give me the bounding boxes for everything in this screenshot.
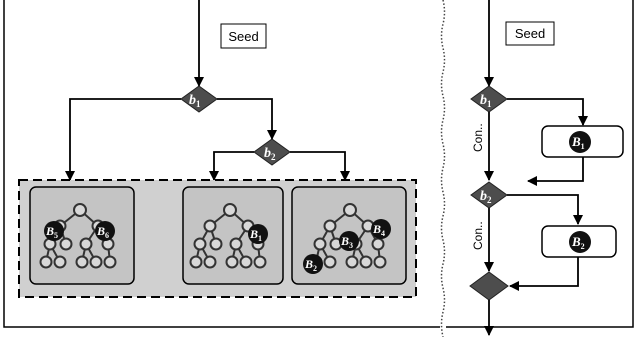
edge-b2-to-B2 (507, 194, 583, 225)
badge-b1-tree (248, 224, 268, 244)
continue-label-2: Con.. (471, 221, 485, 250)
right-panel: Seed b1 B1 Con.. b2 B2 Con.. (446, 0, 634, 336)
edge-b1-to-B1 (507, 98, 588, 126)
tree-card-3: B3 B4 B2 (291, 186, 407, 285)
badge-b5 (44, 221, 64, 241)
edge-B2-return (509, 257, 579, 291)
edge-b1-to-group1 (65, 98, 181, 181)
tree-card-1: B5 B6 (29, 186, 135, 285)
edge-b2-to-group2 (209, 151, 254, 181)
badge-b4 (371, 219, 391, 239)
decision-b2-left-label: b2 (264, 146, 276, 162)
edge-B1-return (527, 157, 584, 186)
badge-B1-right (569, 131, 591, 153)
seed-box-left (220, 23, 267, 49)
badge-b3 (339, 231, 359, 251)
panel-divider (440, 0, 446, 337)
badge-b6-label: B6 (96, 224, 109, 240)
decision-b2-left (253, 138, 291, 166)
seed-label-right: Seed (515, 26, 545, 41)
decision-b2-right-label: b2 (480, 189, 492, 205)
merge-diamond (469, 271, 509, 301)
badge-b1-tree-label: B1 (249, 227, 262, 243)
edge-b1-to-b2 (217, 98, 277, 140)
seed-label-left: Seed (228, 29, 258, 44)
left-panel-border (3, 0, 440, 328)
edge-b2-to-group3 (290, 151, 350, 181)
left-panel: Seed b1 b2 B5 B6 (3, 0, 440, 328)
badge-b2-tree-label: B2 (304, 257, 317, 273)
badge-b2-tree (303, 254, 323, 274)
tree-card-2: B1 (182, 186, 284, 285)
decision-b1-left-label: b1 (189, 93, 201, 109)
decision-b1-left (180, 85, 218, 113)
seed-box-right (505, 21, 555, 46)
badge-b6 (95, 221, 115, 241)
decision-b1-right-label: b1 (480, 93, 492, 109)
right-panel-border (446, 0, 634, 328)
badge-b4-label: B4 (372, 222, 385, 238)
badge-b3-label: B3 (340, 234, 353, 250)
badge-B2-right (569, 231, 591, 253)
badge-B1-right-label: B1 (571, 134, 585, 151)
badge-B2-right-label: B2 (571, 234, 585, 251)
badge-b5-label: B5 (45, 224, 58, 240)
continue-label-1: Con.. (471, 123, 485, 152)
